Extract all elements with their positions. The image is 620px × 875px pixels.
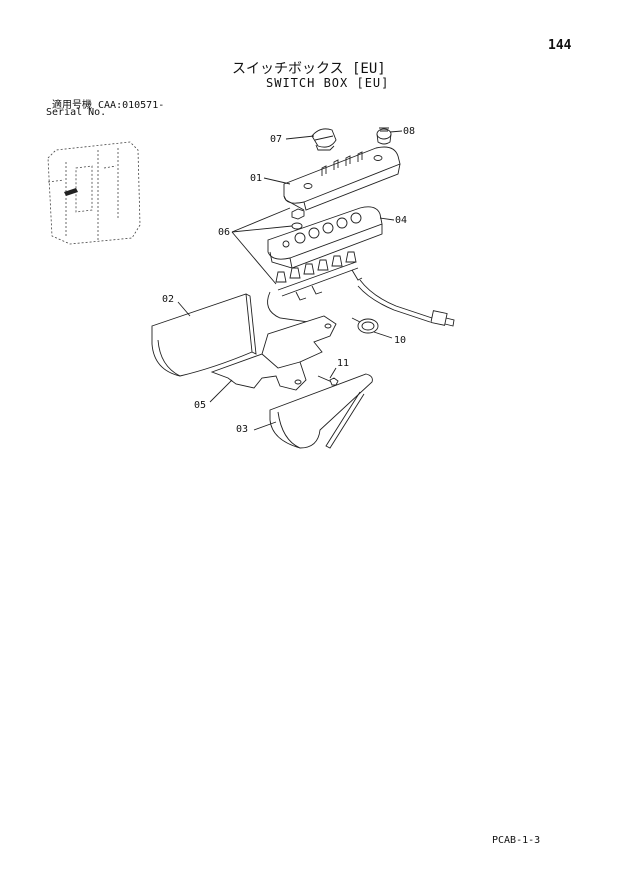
top-cover-part-01: [283, 146, 401, 211]
bracket-part-05: [210, 315, 337, 391]
callout-02: 02: [162, 294, 174, 305]
callout-03: 03: [236, 424, 248, 435]
callout-05: 05: [194, 400, 206, 411]
screw-part-11: [317, 375, 339, 386]
callout-04: 04: [395, 215, 407, 226]
callout-06: 06: [218, 227, 230, 238]
page-number: 144: [548, 38, 572, 53]
callout-01: 01: [250, 173, 262, 184]
callout-07: 07: [270, 134, 282, 145]
page-code: PCAB-1-3: [492, 835, 541, 846]
switch-slots: [303, 151, 383, 189]
nut-washer-part-06: [291, 208, 305, 230]
switch-panel-part-04: [267, 206, 383, 269]
switch-position-marker: [64, 188, 78, 196]
knob-part-07: [311, 128, 337, 151]
callout-leaders: [177, 130, 403, 431]
lower-cover-part-03: [269, 373, 373, 449]
switch-harness: [267, 251, 455, 327]
callout-11: 11: [337, 358, 349, 369]
title-english: SWITCH BOX [EU]: [266, 76, 390, 90]
knob-part-08: [376, 127, 392, 145]
side-cover-part-02: [151, 293, 257, 377]
callout-10: 10: [394, 335, 406, 346]
cab-location-sketch: [47, 141, 141, 245]
serial-number-label: Serial No.: [46, 107, 107, 118]
title-japanese: スイッチボックス [EU]: [232, 61, 386, 77]
callout-08: 08: [403, 126, 415, 137]
serial-applicable-line: 適用号機 CAA:010571-: [52, 100, 165, 111]
clamp-part-10: [351, 317, 379, 334]
